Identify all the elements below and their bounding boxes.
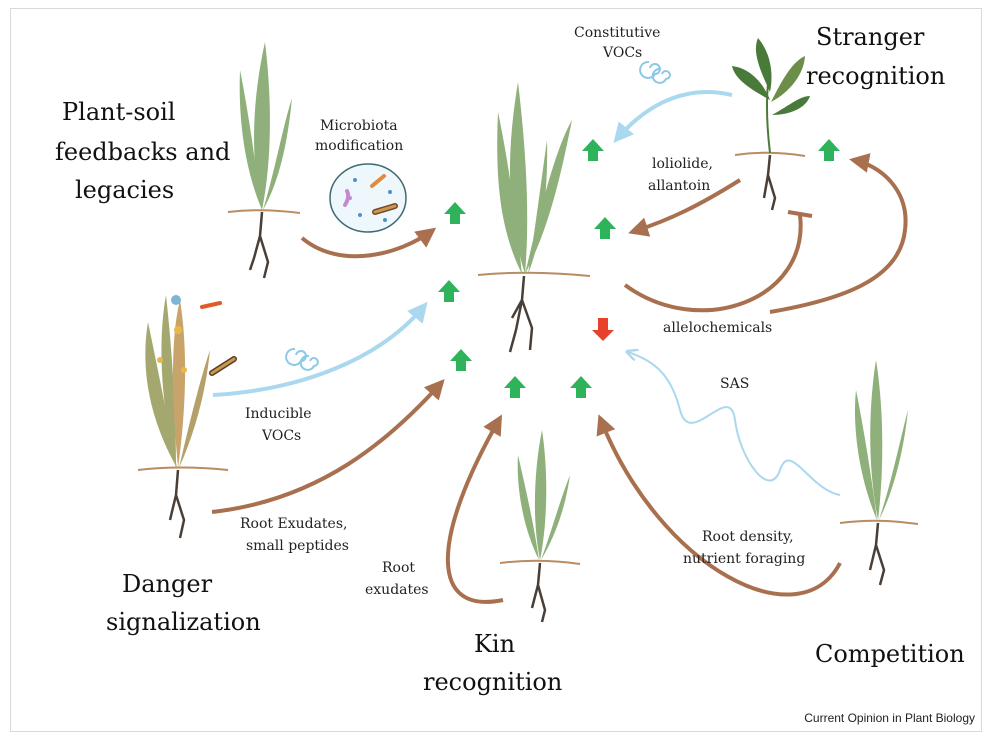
danger-plant — [138, 295, 234, 538]
down-arrow-icon — [592, 318, 614, 341]
stranger-plant — [732, 38, 810, 210]
up-arrow-icon — [438, 280, 460, 302]
inducible-vocs-label: Inducible VOCs — [245, 406, 316, 444]
arrow-root-density — [600, 418, 840, 595]
arrow-sas — [628, 352, 840, 495]
up-arrow-icon — [444, 202, 466, 224]
kin-title: Kin recognition — [423, 630, 562, 696]
arrow-root-exudates-peptides — [212, 382, 442, 512]
danger-title: Danger signalization — [106, 570, 261, 636]
arrow-root-exudates — [448, 418, 503, 602]
vocs-swirl-icon — [286, 349, 318, 370]
kin-plant — [500, 430, 580, 622]
sas-label: SAS — [720, 376, 749, 392]
root-exudates-label: Root exudates — [365, 560, 429, 598]
plant-soil-plant — [228, 42, 300, 278]
constitutive-vocs-label: Constitutive VOCs — [574, 25, 665, 61]
arrow-inducible-vocs — [213, 305, 425, 395]
up-arrow-icon — [582, 139, 604, 161]
microbiota-dish-icon — [330, 164, 406, 232]
loliolide-label: loliolide, allantoin — [648, 156, 717, 194]
up-arrow-icon — [570, 376, 592, 398]
arrow-microbiota — [302, 230, 433, 256]
competition-title: Competition — [815, 640, 965, 668]
arrow-constitutive-vocs — [616, 92, 732, 140]
up-arrow-icon — [818, 139, 840, 161]
root-exudates-peptides-label: Root Exudates, small peptides — [240, 516, 352, 554]
allelochemicals-label: allelochemicals — [663, 320, 772, 336]
up-arrow-icon — [594, 217, 616, 239]
vocs-swirl-icon — [640, 62, 670, 83]
up-arrow-icon — [450, 349, 472, 371]
up-arrow-icon — [504, 376, 526, 398]
plant-soil-title: Plant-soil feedbacks and legacies — [55, 98, 238, 204]
decrease-indicator — [592, 318, 614, 341]
competition-plant — [840, 360, 918, 585]
arrow-allelochemicals-stranger — [770, 160, 906, 312]
journal-credit: Current Opinion in Plant Biology — [804, 711, 975, 725]
root-density-label: Root density, nutrient foraging — [683, 529, 805, 567]
central-plant — [478, 82, 590, 352]
microbiota-label: Microbiota modification — [315, 118, 403, 154]
stranger-title: Stranger recognition — [806, 23, 945, 90]
arrow-allelochemicals-inhibit — [625, 215, 801, 310]
